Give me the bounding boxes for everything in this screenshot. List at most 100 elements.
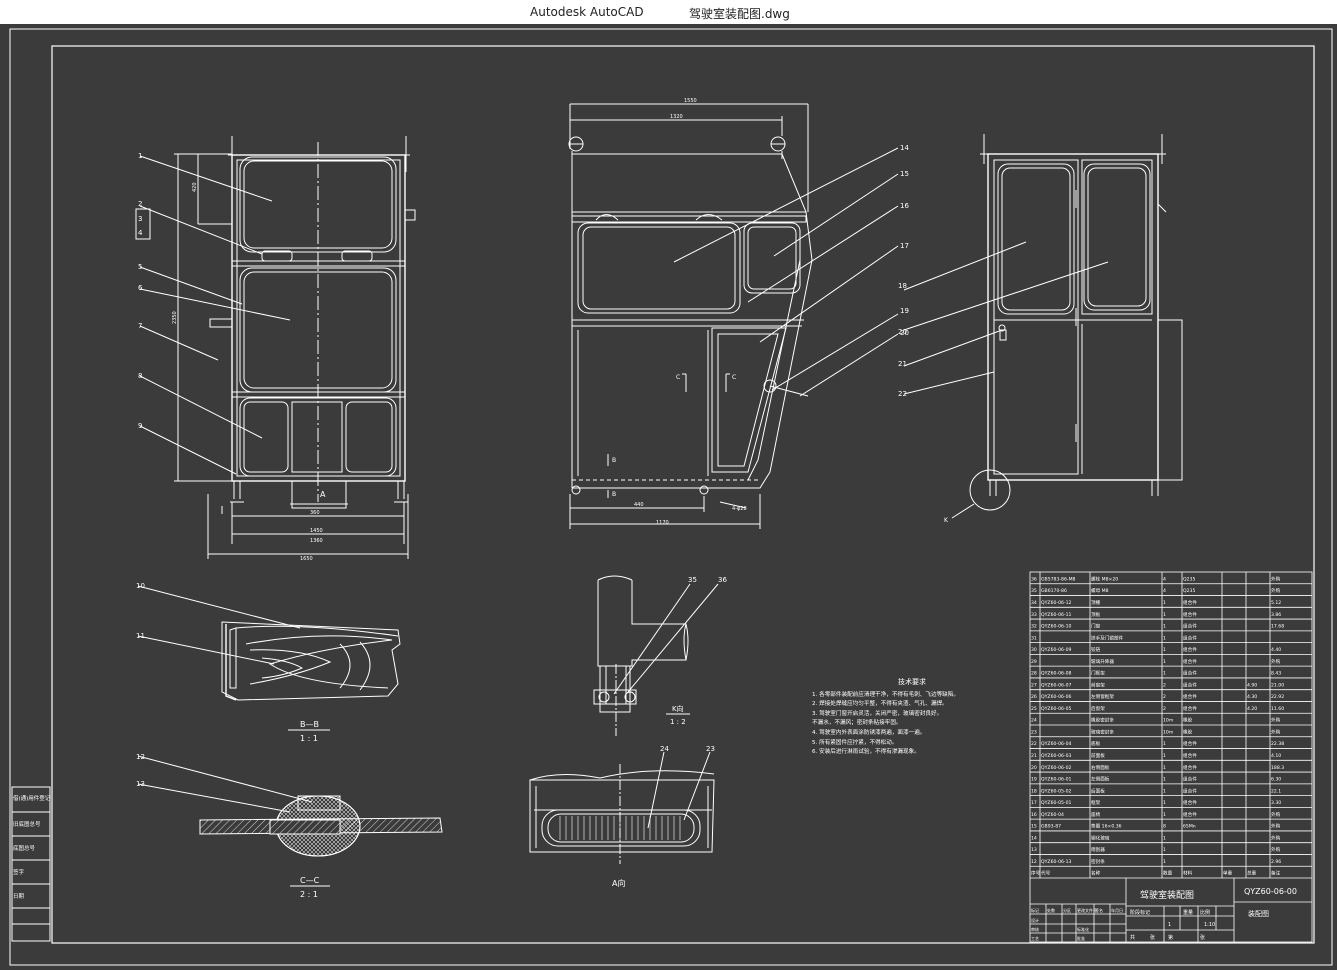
parts-cell: 17.68 [1271, 624, 1284, 630]
parts-cell: 26 [1031, 694, 1037, 700]
parts-cell: QYZ60-06-10 [1041, 624, 1071, 630]
part-number: 16 [900, 202, 909, 210]
section-bb[interactable] [137, 585, 401, 731]
parts-cell: 5.12 [1271, 600, 1281, 606]
parts-cell: 31 [1031, 635, 1037, 641]
view-a[interactable] [529, 751, 715, 864]
sign-row: 批准 [1077, 935, 1085, 941]
part-number: 36 [718, 576, 727, 584]
section-cc-labels: 12 13 C—C 2 : 1 [136, 753, 320, 899]
front-view[interactable] [135, 136, 416, 559]
side-view[interactable] [568, 103, 899, 529]
parts-cell: 25 [1031, 706, 1037, 712]
parts-cell: QYZ60-05-02 [1041, 788, 1071, 794]
part-number: 7 [138, 322, 142, 330]
parts-cell: 1 [1163, 741, 1166, 747]
sign-label: 年月日 [1111, 907, 1123, 913]
parts-cell: 13 [1031, 847, 1037, 853]
parts-cell: QYZ60-06-09 [1041, 647, 1071, 653]
parts-cell: 35 [1031, 588, 1037, 594]
parts-cell: 组合件 [1183, 811, 1197, 818]
parts-cell: 玻璃升降器 [1091, 658, 1114, 665]
parts-cell: 外购 [1271, 846, 1281, 853]
side-view-labels: 14 15 16 17 19 20 1550 1320 440 1170 C C… [612, 98, 909, 526]
parts-cell: 组合件 [1183, 634, 1197, 641]
weight-label: 重量 [1183, 909, 1193, 916]
parts-cell: 组合件 [1183, 740, 1197, 747]
parts-cell: 1 [1163, 847, 1166, 853]
part-number: 4 [138, 229, 143, 237]
drawing-svg[interactable]: 借(通)用件登记 旧底图总号 底图总号 签字 日期 [0, 24, 1337, 970]
dimension-text: 360 [310, 510, 320, 516]
parts-cell: 底板 [1091, 740, 1101, 747]
parts-cell: 4.30 [1247, 694, 1257, 700]
parts-cell: 密封条 [1091, 858, 1105, 865]
parts-cell: 组合件 [1183, 658, 1197, 665]
parts-cell: 组合件 [1183, 787, 1197, 794]
sign-label: 更改文件号 [1077, 907, 1097, 913]
parts-cell: 2 [1163, 682, 1166, 688]
parts-cell: 组合件 [1183, 670, 1197, 677]
sheet-label-1: 共 [1130, 934, 1135, 941]
parts-cell: 22.1 [1271, 788, 1281, 794]
parts-cell: QYZ60-06-02 [1041, 765, 1071, 771]
sign-row: 审核 [1031, 926, 1039, 932]
parts-list-grid[interactable] [1029, 571, 1313, 943]
section-title-cc: C—C [300, 876, 320, 885]
sign-label: 标记 [1031, 907, 1039, 913]
parts-cell: 1 [1163, 647, 1166, 653]
part-number: 18 [898, 282, 907, 290]
part-number: 17 [900, 242, 909, 250]
dimension-text: 440 [634, 502, 644, 508]
section-cc[interactable] [137, 755, 443, 887]
parts-cell: 21 [1031, 753, 1037, 759]
dimension-text: 420 [192, 182, 198, 192]
section-scale-cc: 2 : 1 [300, 890, 318, 899]
parts-cell: 36 [1031, 576, 1037, 582]
parts-cell: 顶棚 [1091, 599, 1101, 606]
parts-cell: 4 [1163, 588, 1166, 594]
parts-header-cell: 单重 [1223, 870, 1233, 877]
parts-cell: 橡胶 [1183, 728, 1193, 735]
parts-cell: 座椅 [1091, 811, 1101, 818]
parts-cell: 4 [1163, 576, 1166, 582]
drawing-canvas[interactable]: 借(通)用件登记 旧底图总号 底图总号 签字 日期 [0, 24, 1337, 970]
note-line: 2. 焊接处焊缝应均匀平整，不得有夹渣、气孔、漏焊。 [812, 701, 948, 708]
parts-cell: QYZ60-06-04 [1041, 741, 1071, 747]
rear-view[interactable] [903, 134, 1183, 519]
parts-cell: 3.30 [1271, 800, 1281, 806]
parts-cell: 1 [1163, 800, 1166, 806]
parts-cell: 32 [1031, 624, 1037, 630]
section-scale-bb: 1 : 1 [300, 734, 318, 743]
parts-cell: 17 [1031, 800, 1037, 806]
sign-label: 处数 [1047, 907, 1055, 913]
parts-cell: 后面板 [1091, 787, 1105, 794]
parts-cell: 右侧面板 [1091, 764, 1110, 771]
sheet-label-4: 张 [1200, 934, 1205, 941]
section-scale-k: 1 : 2 [670, 718, 686, 726]
parts-cell: QYZ60-06-13 [1041, 859, 1071, 865]
note-line: 4. 驾驶室内外表面涂防锈漆两遍，面漆一遍。 [812, 729, 926, 736]
section-bb-labels: 10 11 B—B 1 : 1 [136, 582, 319, 743]
parts-cell: 23 [1031, 729, 1037, 735]
parts-cell: 1 [1163, 671, 1166, 677]
part-number: 2 [138, 200, 142, 208]
scale-label: 比例 [1200, 909, 1210, 916]
detail-k[interactable] [593, 575, 719, 736]
parts-cell: 10m [1163, 729, 1174, 735]
parts-cell: 外购 [1271, 575, 1281, 582]
parts-cell: 玻璃密封条 [1091, 728, 1114, 735]
technical-notes: 技术要求 1. 各零部件装配前应清理干净，不得有毛刺、飞边等缺陷。 2. 焊接处… [812, 678, 1012, 758]
parts-cell: 6.30 [1271, 777, 1281, 783]
dimension-text: 1360 [310, 538, 323, 544]
parts-cell: 2.96 [1271, 859, 1281, 865]
parts-cell: 前面板 [1091, 752, 1105, 759]
sign-row: 工艺 [1031, 936, 1039, 941]
dimension-text: 2350 [172, 311, 178, 324]
strip-label-2: 旧底图总号 [13, 820, 41, 828]
parts-cell: 22.38 [1271, 741, 1284, 747]
parts-cell: 65Mn [1183, 824, 1196, 830]
part-number: 19 [900, 307, 909, 315]
parts-cell: 1 [1163, 835, 1166, 841]
parts-cell: QYZ60-06-05 [1041, 706, 1071, 712]
